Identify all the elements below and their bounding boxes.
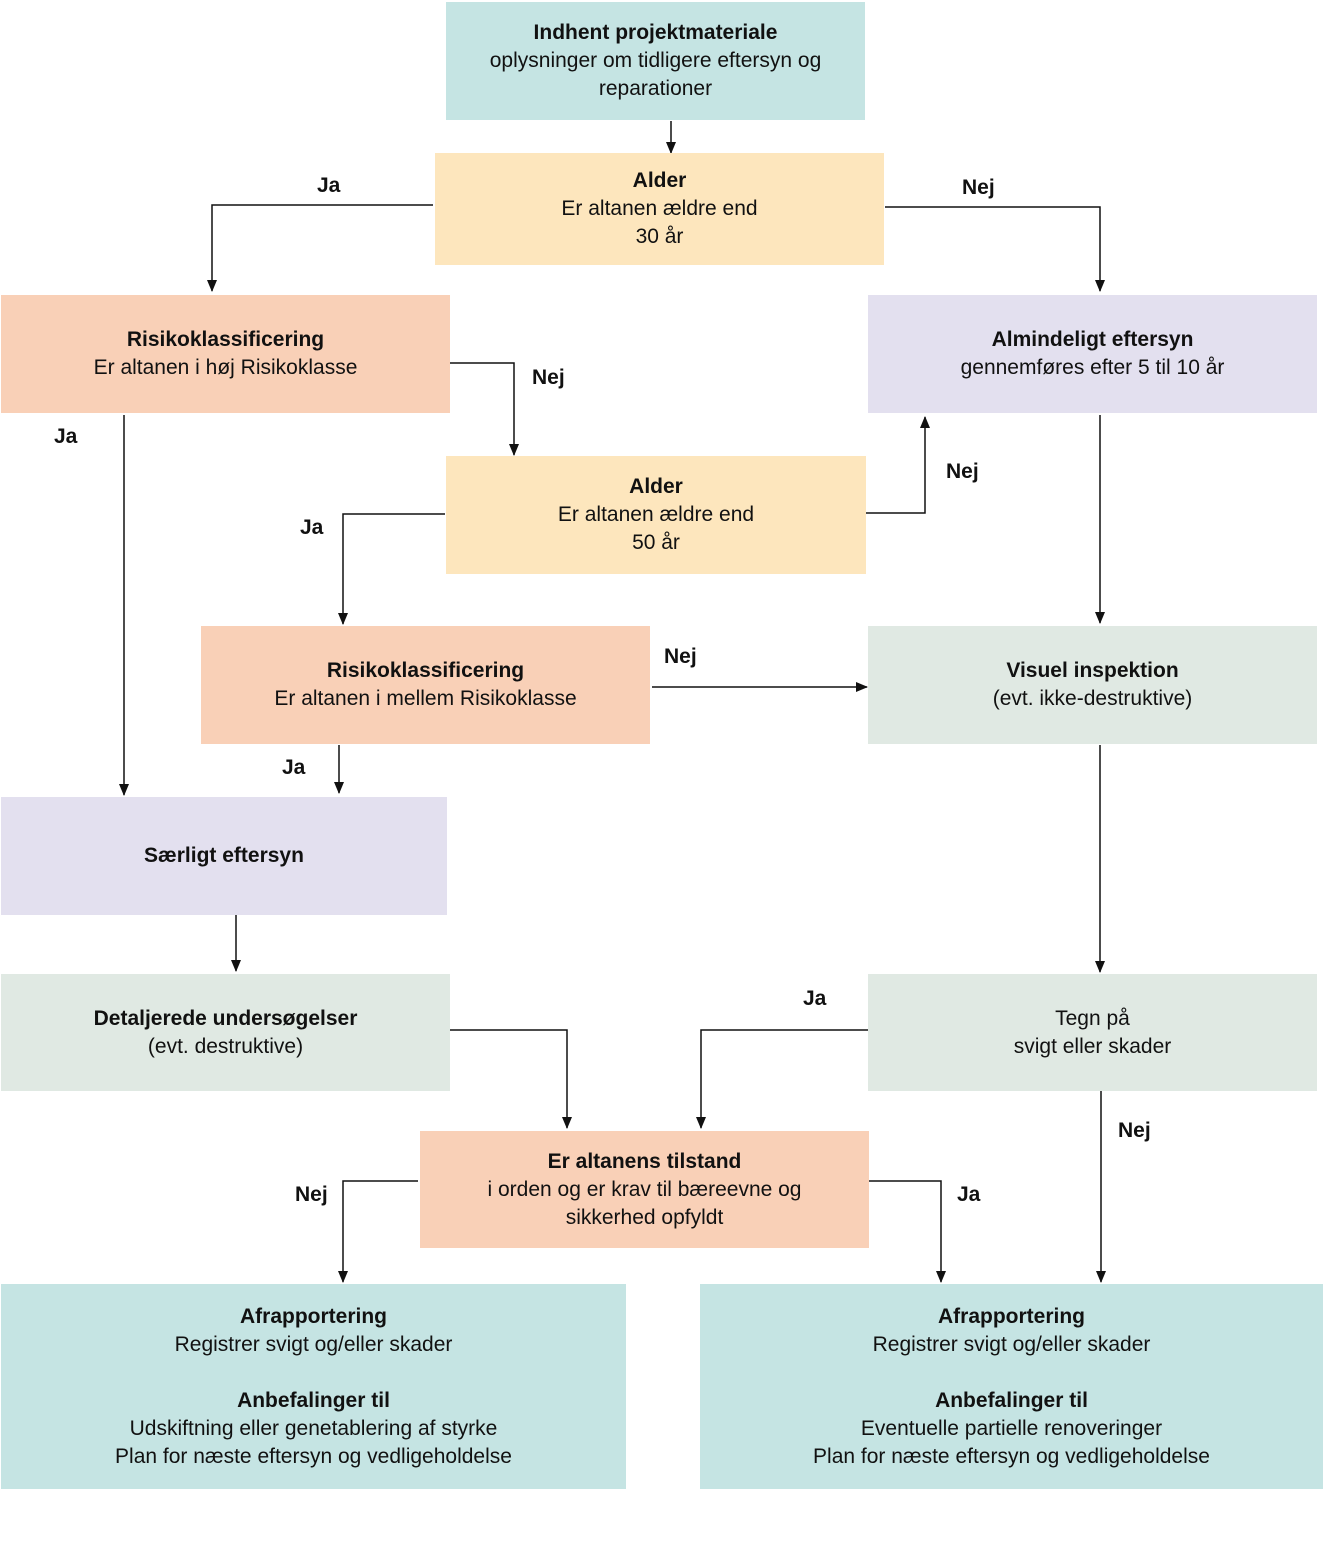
node-title: Alder [629,475,683,498]
edge-label-tegn-nej: Nej [1118,1119,1151,1142]
node-text-line1: Eventuelle partielle renoveringer [860,1416,1163,1440]
node-almindeligt-eftersyn: Almindeligt eftersyn gennemføres efter 5… [868,295,1317,413]
node-title: Er altanens tilstand [547,1149,742,1173]
node-title: Risikoklassificering [326,659,525,682]
node-detaljerede-undersogelser: Detaljerede undersøgelser (evt. destrukt… [1,974,450,1091]
node-text: Er altanen i mellem Risikoklasse [274,687,577,710]
node-visuel-inspektion: Visuel inspektion (evt. ikke-destruktive… [868,626,1317,744]
edge-label-tilstand-nej: Nej [295,1183,328,1206]
edge-label-risiko-hoj-ja: Ja [54,425,78,448]
edge-label-risiko-hoj-nej: Nej [532,366,565,389]
node-alder-50: Alder Er altanen ældre end 50 år [446,456,866,574]
node-title: Indhent projektmateriale [533,21,778,44]
node-text: oplysninger om tidligere eftersyn og rep… [489,49,822,100]
node-tegn-pa-svigt: Tegn på svigt eller skader [868,974,1317,1091]
edge-label-alder30-nej: Nej [962,176,995,199]
edge-tilstand-ja [866,1180,946,1283]
node-title: Alder [632,169,687,192]
node-text-line2: 30 år [635,225,684,248]
node-subtitle: Anbefalinger til [935,1388,1088,1412]
edge-label-alder50-nej: Nej [946,460,979,483]
edge-alder30-nej [885,206,1105,292]
node-text-line2: sikkerhed opfyldt [565,1205,724,1229]
node-afrapportering-venstre: Afrapportering Registrer svigt og/eller … [1,1284,626,1489]
node-text-line1: i orden og er krav til bæreevne og [487,1177,802,1201]
node-text-line1: Er altanen ældre end [557,503,755,526]
node-saerligt-eftersyn: Særligt eftersyn [1,797,447,915]
edge-alder50-ja [338,513,445,625]
node-afrapportering-hojre: Afrapportering Registrer svigt og/eller … [700,1284,1323,1489]
node-title: Detaljerede undersøgelser [93,1006,358,1030]
node-title: Afrapportering [240,1304,387,1328]
node-text-line2: 50 år [632,531,680,554]
node-title: Visuel inspektion [1006,659,1179,682]
node-risiko-hoj: Risikoklassificering Er altanen i høj Ri… [1,295,450,413]
edge-label-risiko-mellem-nej: Nej [664,645,697,668]
node-title: Særligt eftersyn [144,844,304,867]
node-text: (evt. destruktive) [147,1034,304,1058]
edge-label-tilstand-ja: Ja [957,1183,981,1206]
node-text: (evt. ikke-destruktive) [992,687,1193,710]
node-altanens-tilstand: Er altanens tilstand i orden og er krav … [420,1131,869,1248]
node-text-line2: svigt eller skader [1013,1034,1172,1058]
edge-detaljerede-to-tilstand [450,1029,572,1129]
node-indhent-projektmateriale: Indhent projektmateriale oplysninger om … [446,2,865,120]
node-alder-30: Alder Er altanen ældre end 30 år [435,153,884,265]
edge-label-tegn-ja: Ja [803,987,827,1010]
edge-risiko-hoj-nej [450,362,519,456]
node-text-line1: Tegn på [1055,1006,1130,1030]
node-title: Afrapportering [938,1304,1085,1328]
edge-tegn-ja [696,1029,868,1129]
edge-label-alder50-ja: Ja [300,516,324,539]
node-text-line2: Plan for næste eftersyn og vedligeholdel… [115,1444,512,1468]
node-text-line1: Er altanen ældre end [561,197,758,220]
node-title: Risikoklassificering [126,328,325,351]
node-text: Registrer svigt og/eller skader [872,1332,1151,1356]
node-risiko-mellem: Risikoklassificering Er altanen i mellem… [201,626,650,744]
edge-alder30-ja [207,204,433,292]
node-text: gennemføres efter 5 til 10 år [960,356,1225,379]
edge-tilstand-nej [338,1180,418,1283]
node-text: Er altanen i høj Risikoklasse [93,356,358,379]
node-text: Registrer svigt og/eller skader [174,1332,453,1356]
node-title: Almindeligt eftersyn [991,328,1194,351]
edge-label-alder30-ja: Ja [317,174,341,197]
node-subtitle: Anbefalinger til [237,1388,390,1412]
node-text-line2: Plan for næste eftersyn og vedligeholdel… [813,1444,1210,1468]
edge-alder50-nej [866,416,930,514]
edge-label-risiko-mellem-ja: Ja [282,756,306,779]
node-text-line1: Udskiftning eller genetablering af styrk… [129,1416,498,1440]
